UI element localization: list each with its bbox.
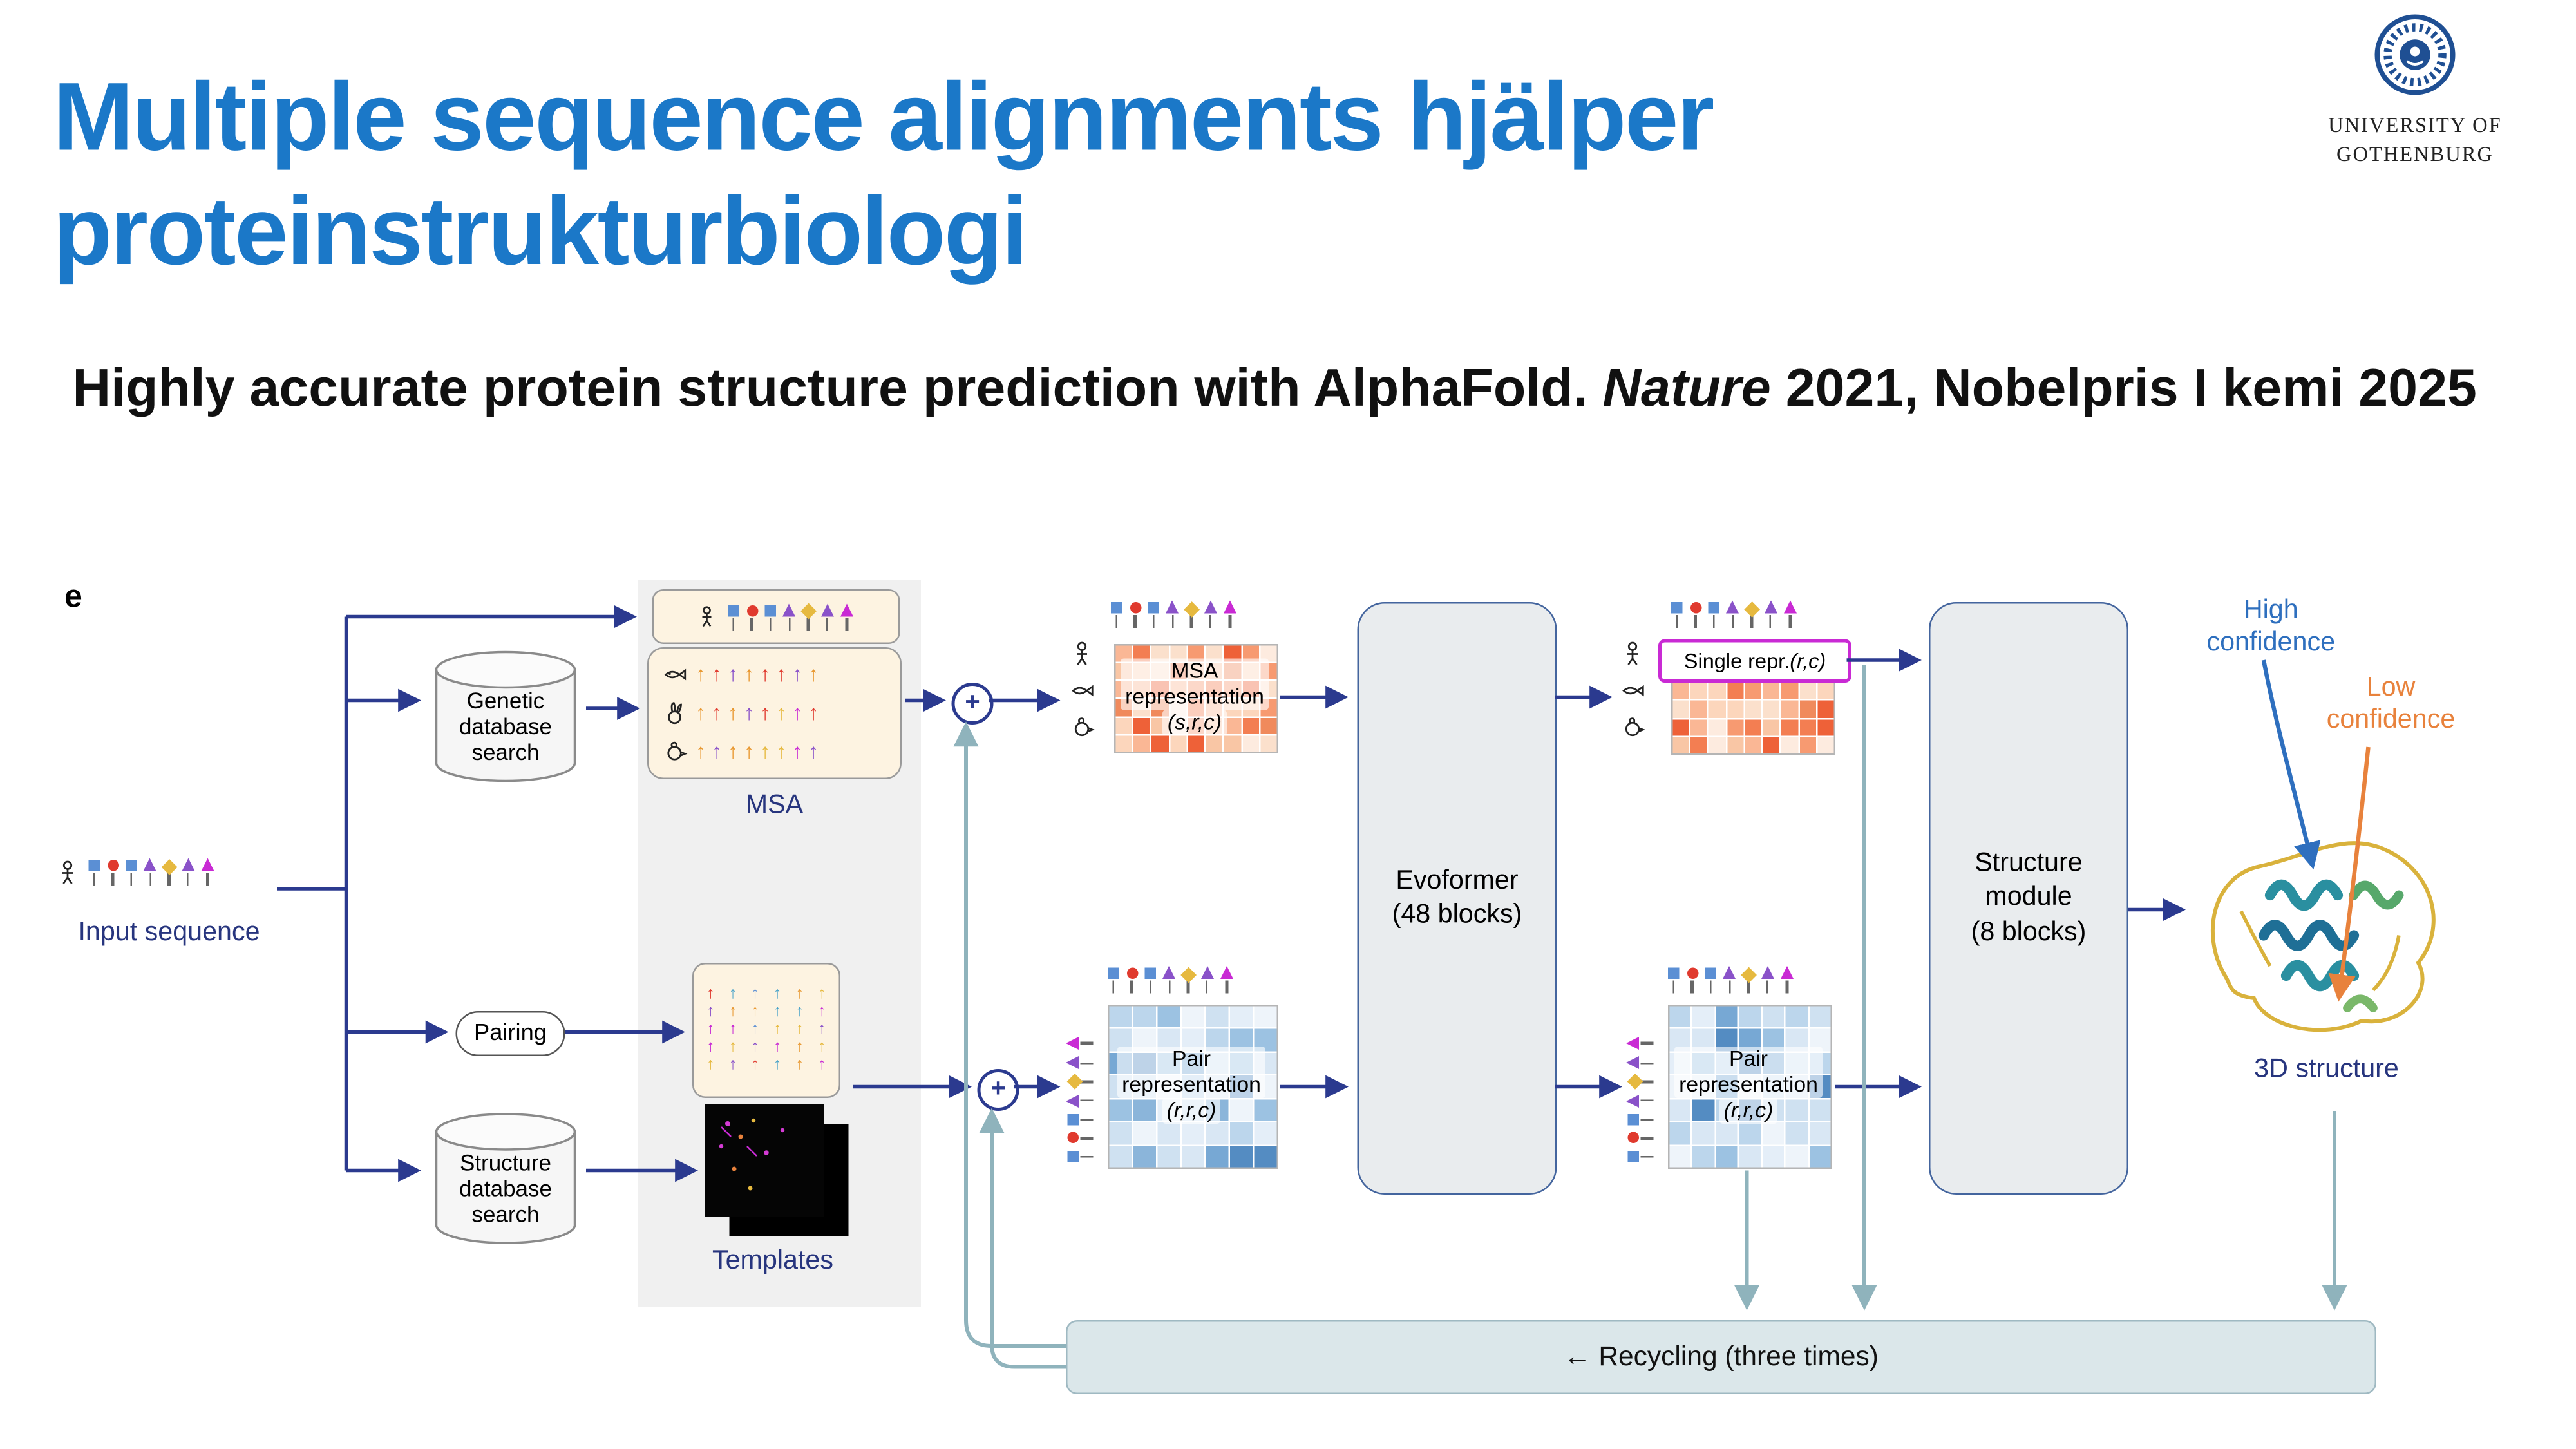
msa-row: ↑↑↑↑↑↑↑↑ [662,660,887,689]
templates-block [705,1104,853,1240]
msa-representation-label: MSA representation(s,r,c) [1108,644,1282,750]
pair-representation2-label: Pair representation(r,r,c) [1665,1005,1832,1166]
templates-label: Templates [712,1246,833,1275]
human-icon [1077,641,1087,665]
msa-block: ↑↑↑↑↑↑↑↑ ↑↑↑↑↑↑↑↑ ↑↑↑↑↑↑↑↑ [647,647,902,779]
pair-rep2-glyphs-top [1665,966,1797,994]
template-contact-map [719,1118,785,1191]
structure-3d-label: 3D structure [2254,1054,2399,1084]
pair-rep-glyphs-left [1066,1034,1094,1166]
single-rep-glyphs [1668,600,1800,628]
msa-merge-plus: + [951,683,994,724]
genetic-database-search: Genetic database search [428,649,583,788]
database-cylinder-icon [435,1113,576,1244]
rabbit-icon [668,701,682,724]
human-icon [1627,641,1638,665]
human-icon [62,860,73,884]
msa-row: ↑↑↑↑↑↑↑↑ [662,699,887,728]
chicken-icon [1625,717,1645,737]
university-name: UNIVERSITY OF GOTHENBURG [2328,113,2502,166]
msa-row: ↑↑↑↑↑↑↑↑ [662,737,887,766]
university-seal-icon [2374,14,2456,95]
human-icon [702,606,712,627]
pairing-grid: ↑↑↑↑↑↑↑↑↑↑↑↑↑↑↑↑↑↑↑↑↑↑↑↑↑↑↑↑↑↑ [692,963,840,1098]
single-rep-species [1620,641,1645,741]
evoformer-module: Evoformer (48 blocks) [1357,602,1557,1195]
pairing-node: Pairing [455,1011,565,1056]
subtitle: Highly accurate protein structure predic… [72,357,2477,417]
panel-label-e: e [64,580,82,615]
msa-label: MSA [745,790,804,820]
template-card-front [705,1104,824,1217]
chicken-icon [667,741,688,761]
chicken-icon [1074,717,1095,737]
fish-icon [664,668,687,681]
page-title: Multiple sequence alignments hjälper pro… [53,62,1715,285]
database-cylinder-icon [435,650,576,782]
pair-representation-label: Pair representation(r,r,c) [1104,1005,1278,1166]
single-repr-label: Single repr. (r,c) [1658,639,1852,683]
pair-rep-glyphs-top [1104,966,1236,994]
fish-icon [1072,685,1094,697]
protein-structure-image [2193,782,2467,1059]
input-sequence-label: Input sequence [78,918,260,947]
university-logo: UNIVERSITY OF GOTHENBURG [2302,13,2528,167]
msa-query-row [652,589,900,644]
low-confidence-label: Low confidence [2326,673,2456,734]
single-repr-heatmap [1671,681,1835,755]
recycling-bar: ← Recycling (three times) [1066,1320,2376,1394]
pair-merge-plus: + [977,1069,1019,1111]
input-sequence-glyphs [55,858,218,886]
pair-rep2-glyphs-left [1626,1034,1654,1166]
msa-rep-species [1069,641,1095,741]
high-confidence-label: High confidence [2206,596,2336,657]
structure-module: Structure module (8 blocks) [1929,602,2128,1195]
msa-rep-glyphs [1108,600,1240,628]
fish-icon [1622,685,1644,697]
structure-database-search: Structure database search [428,1111,583,1249]
